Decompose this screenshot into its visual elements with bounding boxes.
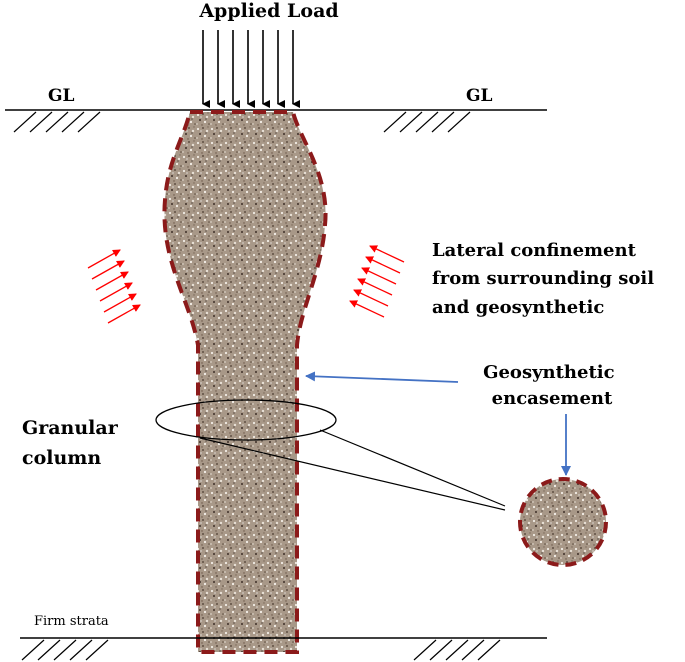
callout-leader-line <box>199 437 506 511</box>
callout-leader-line <box>319 429 506 507</box>
ground-level-label-left: GL <box>48 86 75 106</box>
confinement-arrow <box>99 282 133 302</box>
confinement-arrow <box>87 249 121 269</box>
encasement-pointer-arrow <box>305 371 459 383</box>
confinement-arrow <box>349 300 385 318</box>
ground-level-label-right: GL <box>466 86 493 106</box>
ground-hatch-left <box>13 111 101 133</box>
confinement-arrow <box>353 289 389 307</box>
confinement-arrow <box>369 245 405 263</box>
ground-hatch-right <box>383 111 471 133</box>
firm-strata-hatch-right <box>413 639 501 661</box>
confinement-arrow <box>95 271 129 291</box>
confinement-arrow <box>91 260 125 280</box>
section-callout-ellipse <box>155 399 337 441</box>
confinement-arrows-left <box>87 249 141 324</box>
confinement-arrow <box>357 278 393 296</box>
firm-strata-hatch-left <box>21 639 109 661</box>
confinement-arrow <box>107 304 141 324</box>
load-arrows <box>202 30 300 108</box>
confinement-arrow <box>103 293 137 313</box>
geosynthetic-encasement-label: Geosynthetic encasement <box>483 362 621 409</box>
applied-load-label: Applied Load <box>198 0 338 22</box>
column-cross-section <box>518 477 608 567</box>
confinement-arrow <box>365 256 401 274</box>
lateral-confinement-label: Lateral confinement from surrounding soi… <box>432 240 660 318</box>
firm-strata-label: Firm strata <box>34 614 109 629</box>
confinement-arrow <box>361 267 397 285</box>
confinement-arrows-right <box>349 245 405 318</box>
granular-column <box>162 110 328 654</box>
granular-column-label: Granular column <box>22 417 124 469</box>
